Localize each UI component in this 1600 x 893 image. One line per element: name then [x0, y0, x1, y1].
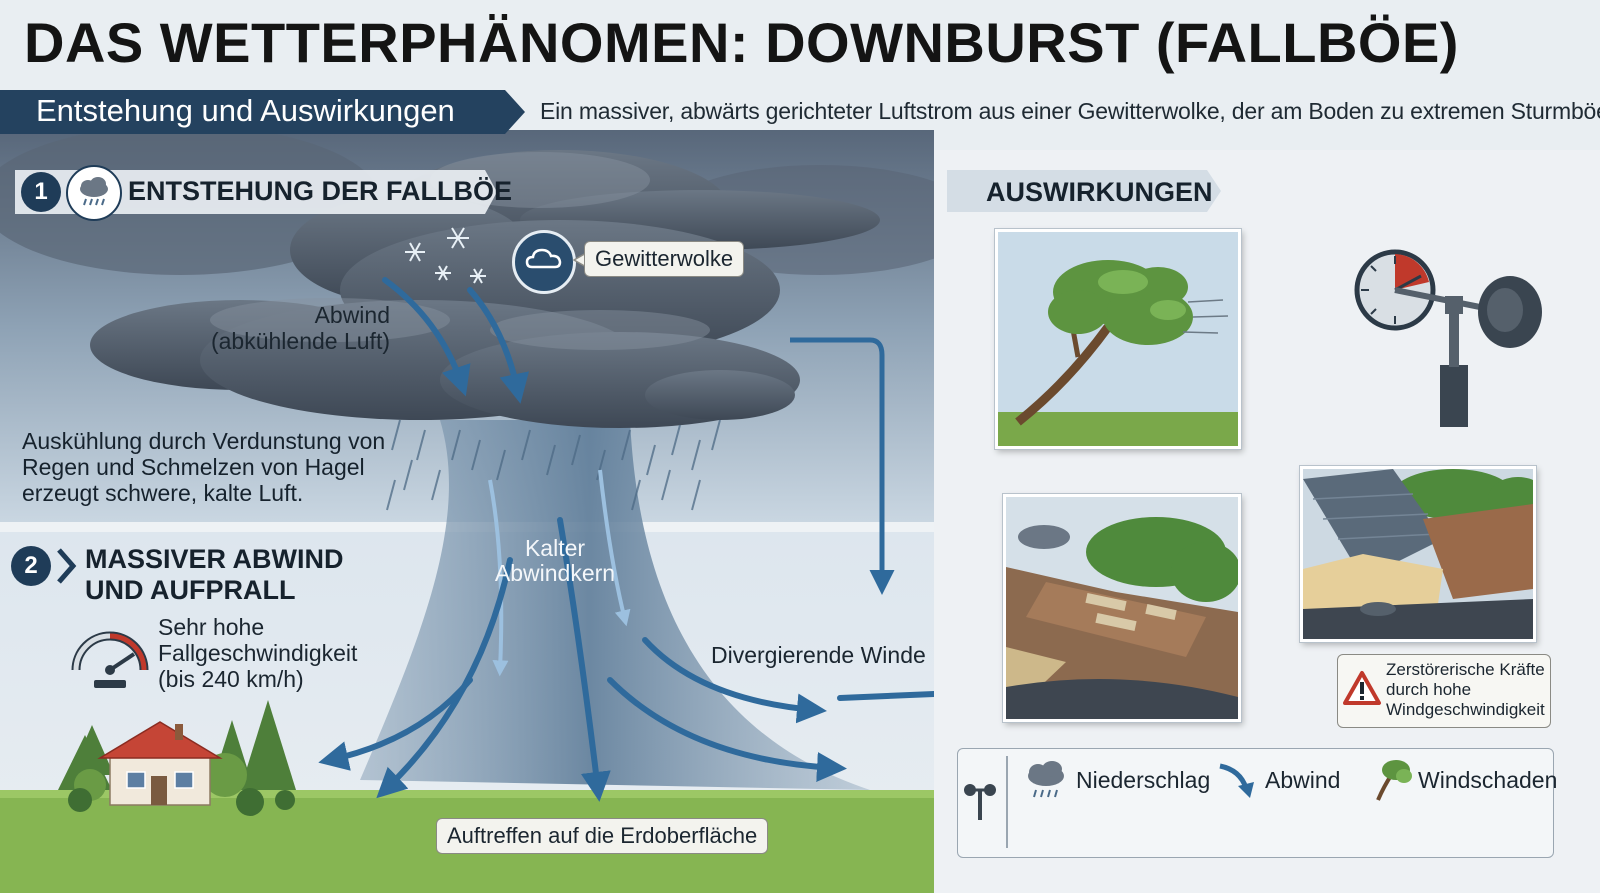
speed-line-1: Sehr hohe: [158, 614, 265, 640]
warning-icon: [1343, 671, 1381, 705]
intro-text: Ein massiver, abwärts gerichteter Luftst…: [540, 98, 1600, 124]
outflow-arrow-left-2: [318, 677, 473, 771]
subtitle: Entstehung und Auswirkungen: [36, 93, 455, 128]
outflow-arrow-right-1: [642, 637, 827, 724]
warning-line-3: Windgeschwindigkeit: [1386, 700, 1545, 719]
warning-line-1: Zerstörerische Kräfte: [1386, 660, 1545, 679]
house-with-trees: [58, 700, 296, 816]
cold-core-label: Kalter Abwindkern: [480, 536, 630, 586]
page-title: DAS WETTERPHÄNOMEN: DOWNBURST (FALLBÖE): [24, 11, 1459, 74]
section2-title: MASSIVER ABWIND UND AUFPRALL: [85, 544, 344, 606]
anemometer-icon: [964, 784, 996, 820]
section2-title-line1: MASSIVER ABWIND: [85, 544, 344, 574]
effects-title: AUSWIRKUNGEN: [986, 177, 1213, 207]
outflow-arrow-to-effects: [837, 690, 934, 701]
downdraft-label-line2: (abkühlende Luft): [210, 328, 390, 354]
cold-core-line2: Abwindkern: [494, 560, 616, 586]
chevron-right-icon: [57, 548, 77, 584]
arrow-icon: [1219, 763, 1254, 798]
rain-cloud-icon: [66, 165, 122, 221]
impact-callout: Auftreffen auf die Erdoberfläche: [436, 818, 769, 854]
subtitle-banner: [0, 90, 525, 134]
speedometer-icon: [71, 631, 149, 688]
damaged-tree-icon: [1376, 760, 1412, 801]
section2-number-badge: 2: [11, 546, 51, 586]
cooling-line-1: Auskühlung durch Verdunstung von: [22, 428, 386, 454]
downdraft-arrow-2: [467, 287, 529, 404]
rain-cloud-icon: [1028, 761, 1064, 798]
downburst-illustration: [0, 130, 934, 893]
outflow-arrow-center: [557, 517, 611, 802]
legend-label-wind-damage: Windschaden: [1418, 767, 1558, 793]
anemometer-image: [1354, 249, 1542, 427]
legend-label-downdraft: Abwind: [1265, 767, 1341, 793]
divergent-winds-label: Divergierende Winde: [711, 642, 926, 668]
effects-header-band: [947, 170, 1221, 212]
legend-label-precipitation: Niederschlag: [1076, 767, 1211, 793]
cooling-line-3: erzeugt schwere, kalte Luft.: [22, 480, 304, 506]
speed-line-3: (bis 240 km/h): [158, 666, 304, 692]
cloud-callout: Gewitterwolke: [584, 241, 745, 277]
speed-line-2: Fallgeschwindigkeit: [158, 640, 358, 666]
downdraft-label-line1: Abwind: [314, 302, 390, 328]
damaged-houses-image: [1300, 466, 1536, 642]
cooling-description: Auskühlung durch Verdunstung von Regen u…: [22, 428, 385, 506]
speed-description: Sehr hohe Fallgeschwindigkeit (bis 240 k…: [158, 614, 357, 692]
section2-title-line2: UND AUFPRALL: [85, 575, 296, 605]
damaged-roof-image: [1003, 494, 1241, 722]
downdraft-label: Abwind (abkühlende Luft): [210, 302, 390, 354]
cloud-icon: [512, 230, 576, 294]
long-outflow-arrow: [790, 337, 895, 595]
legend-divider: [1006, 756, 1008, 848]
section1-header-band: [15, 170, 497, 214]
cold-core-line1: Kalter: [524, 535, 586, 561]
downdraft-arrow-1: [382, 277, 471, 397]
section1-number-badge: 1: [21, 172, 61, 212]
warning-line-2: durch hohe: [1386, 680, 1472, 699]
cooling-line-2: Regen und Schmelzen von Hagel: [22, 454, 365, 480]
warning-text: Zerstörerische Kräfte durch hohe Windges…: [1386, 660, 1545, 720]
bent-tree-image: [995, 229, 1241, 449]
section1-title: ENTSTEHUNG DER FALLBÖE: [128, 176, 513, 206]
outflow-arrow-right-2: [607, 677, 847, 782]
